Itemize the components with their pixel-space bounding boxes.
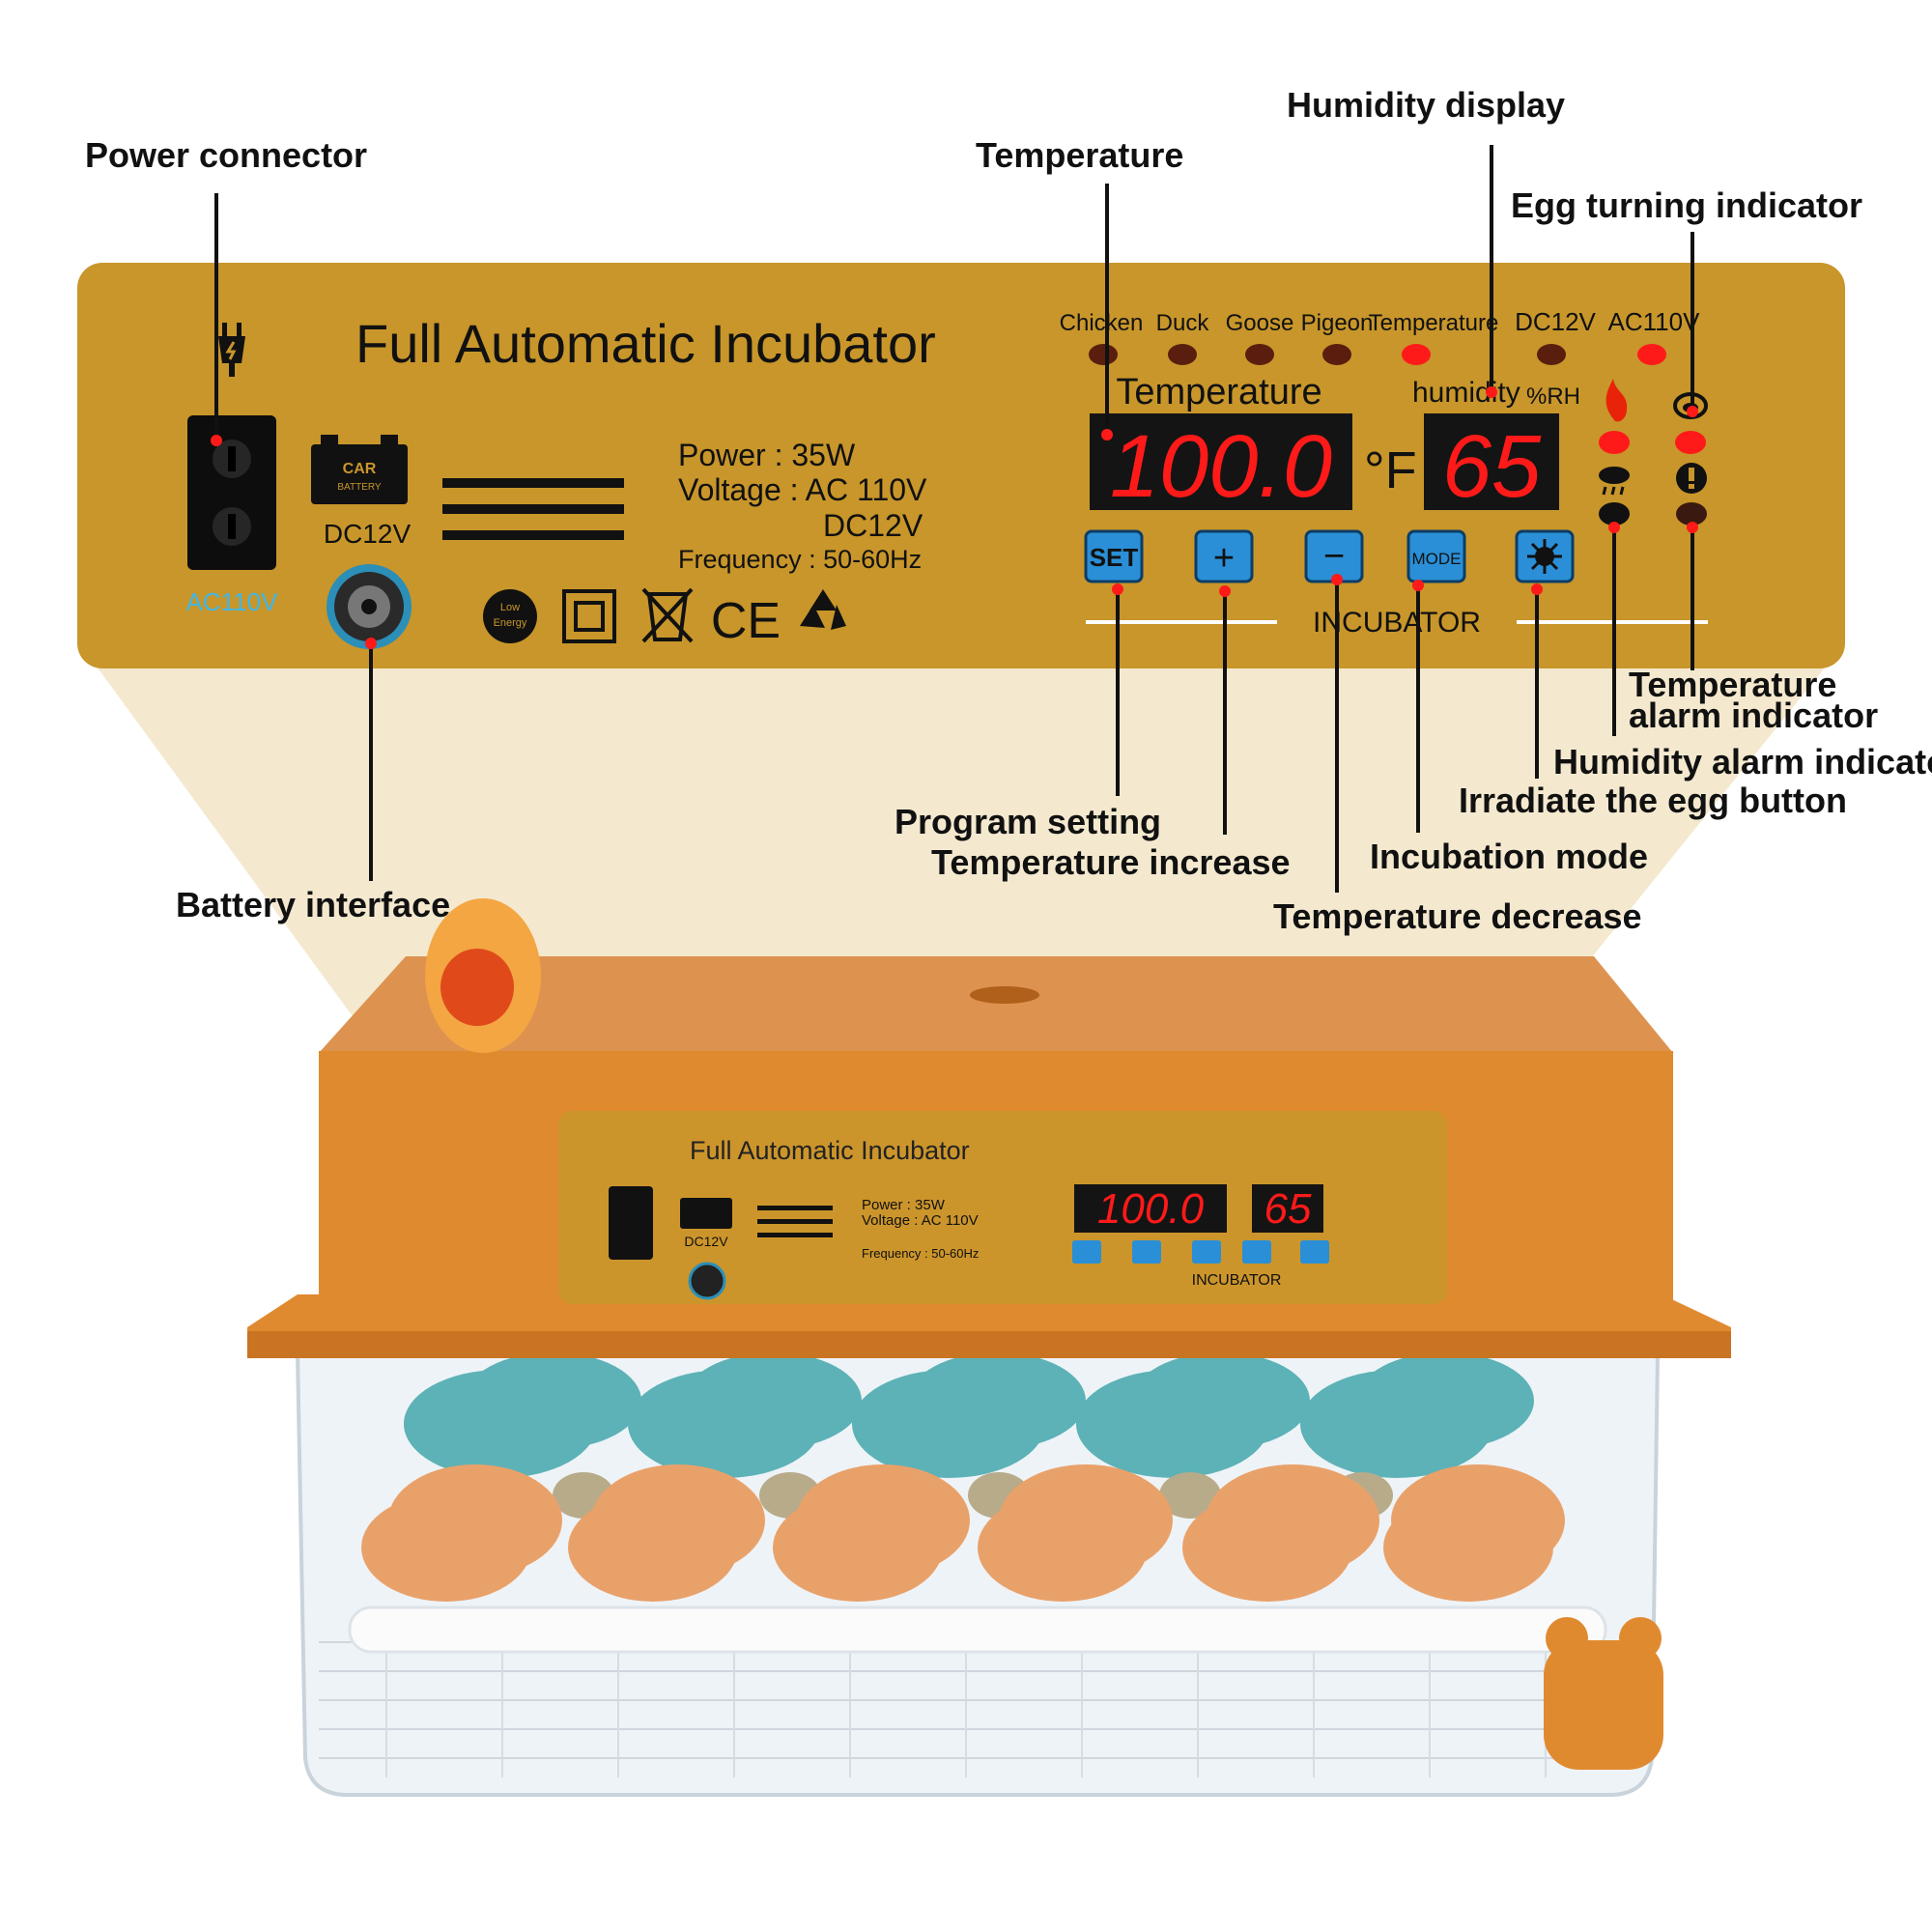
mode-labels: Chicken Duck Goose Pigeon Temperature DC…: [1060, 307, 1700, 336]
rain-cloud-icon: [1599, 467, 1630, 496]
humidity-display: 65: [1442, 417, 1542, 516]
mini-temperature-display: 100.0: [1097, 1185, 1205, 1233]
turning-knob[interactable]: [1544, 1617, 1663, 1770]
candling-egg-light: [425, 898, 541, 1053]
power-jack-label: AC110V: [186, 587, 279, 616]
blue-eggs: [404, 1352, 1534, 1478]
dc-jack: [327, 564, 412, 649]
brown-eggs: [361, 1464, 1565, 1602]
svg-text:−: −: [1323, 536, 1345, 577]
double-square-icon: [562, 589, 616, 643]
battery-text: CAR: [343, 461, 377, 477]
mode-label-duck: Duck: [1156, 310, 1210, 336]
mini-panel-title: Full Automatic Incubator: [690, 1136, 970, 1165]
mini-power-spec: Power : 35W: [862, 1197, 946, 1213]
car-battery-icon: CAR BATTERY: [311, 435, 408, 504]
light-icon: [1527, 539, 1562, 574]
panel-title: Full Automatic Incubator: [355, 313, 936, 374]
mode-label-chicken: Chicken: [1060, 310, 1144, 336]
callout-temp-alarm-2: alarm indicator: [1629, 696, 1879, 735]
vent-lines-icon: [442, 478, 624, 540]
mini-humidity-display: 65: [1264, 1185, 1312, 1233]
callout-temp-increase: Temperature increase: [931, 842, 1291, 882]
svg-text:SET: SET: [1090, 543, 1139, 572]
power-jack: [187, 415, 276, 570]
mode-label-temperature: Temperature: [1369, 310, 1499, 336]
mode-label-goose: Goose: [1226, 310, 1294, 336]
voltage-spec-dc: DC12V: [823, 508, 923, 543]
low-energy-icon: Low Energy: [483, 589, 537, 643]
callout-power-connector: Power connector: [85, 135, 368, 175]
callout-temperature: Temperature: [976, 135, 1184, 175]
callout-temp-alarm-1: Temperature: [1629, 665, 1837, 704]
svg-text:Energy: Energy: [494, 617, 527, 629]
plus-button[interactable]: +: [1194, 529, 1254, 583]
humidity-heading: humidity: [1412, 377, 1520, 409]
voltage-spec: Voltage : AC 110V: [678, 472, 927, 507]
humidity-unit: %RH: [1526, 384, 1580, 410]
incubator-label: INCUBATOR: [1313, 607, 1481, 639]
mini-frequency-spec: Frequency : 50-60Hz: [862, 1246, 979, 1261]
humidity-alarm-led: [1599, 502, 1630, 526]
mode-label-ac110v: AC110V: [1608, 307, 1701, 336]
battery-subtext: BATTERY: [337, 482, 382, 493]
flame-icon: [1605, 379, 1628, 422]
power-spec: Power : 35W: [678, 438, 856, 472]
mode-button[interactable]: MODE: [1406, 529, 1466, 583]
svg-text:MODE: MODE: [1412, 550, 1462, 568]
mode-leds: [1089, 344, 1666, 365]
mode-label-dc12v: DC12V: [1515, 307, 1596, 336]
alarm-icon: [1676, 463, 1707, 494]
callout-program-setting: Program setting: [895, 802, 1162, 841]
plug-icon: [218, 323, 245, 377]
set-button[interactable]: SET: [1084, 529, 1144, 583]
ce-mark: CE: [711, 593, 781, 649]
irradiate-button[interactable]: [1515, 529, 1575, 583]
egg-turning-led: [1675, 431, 1706, 454]
crossed-bin-icon: [641, 587, 694, 643]
mini-voltage-spec: Voltage : AC 110V: [862, 1212, 979, 1229]
mini-dc-label: DC12V: [684, 1234, 728, 1249]
callout-battery-interface: Battery interface: [176, 885, 451, 924]
dc-label: DC12V: [324, 519, 412, 549]
recycle-icon: [800, 589, 846, 630]
mode-label-pigeon: Pigeon: [1301, 310, 1374, 336]
mini-incubator-label: INCUBATOR: [1192, 1272, 1282, 1289]
svg-text:+: +: [1213, 538, 1235, 579]
callout-egg-turning: Egg turning indicator: [1511, 185, 1862, 225]
callout-humidity-display: Humidity display: [1287, 85, 1566, 125]
callout-humidity-alarm: Humidity alarm indicator: [1553, 742, 1932, 781]
temperature-heading: Temperature: [1116, 372, 1321, 412]
frequency-spec: Frequency : 50-60Hz: [678, 545, 922, 574]
callout-incubation-mode: Incubation mode: [1370, 837, 1648, 876]
temperature-unit: °F: [1364, 441, 1417, 499]
callout-irradiate: Irradiate the egg button: [1459, 781, 1848, 820]
svg-text:Low: Low: [500, 602, 520, 613]
callout-temp-decrease: Temperature decrease: [1273, 896, 1642, 936]
temperature-alarm-led: [1676, 502, 1707, 526]
temperature-display: 100.0: [1110, 417, 1332, 516]
heat-led: [1599, 431, 1630, 454]
